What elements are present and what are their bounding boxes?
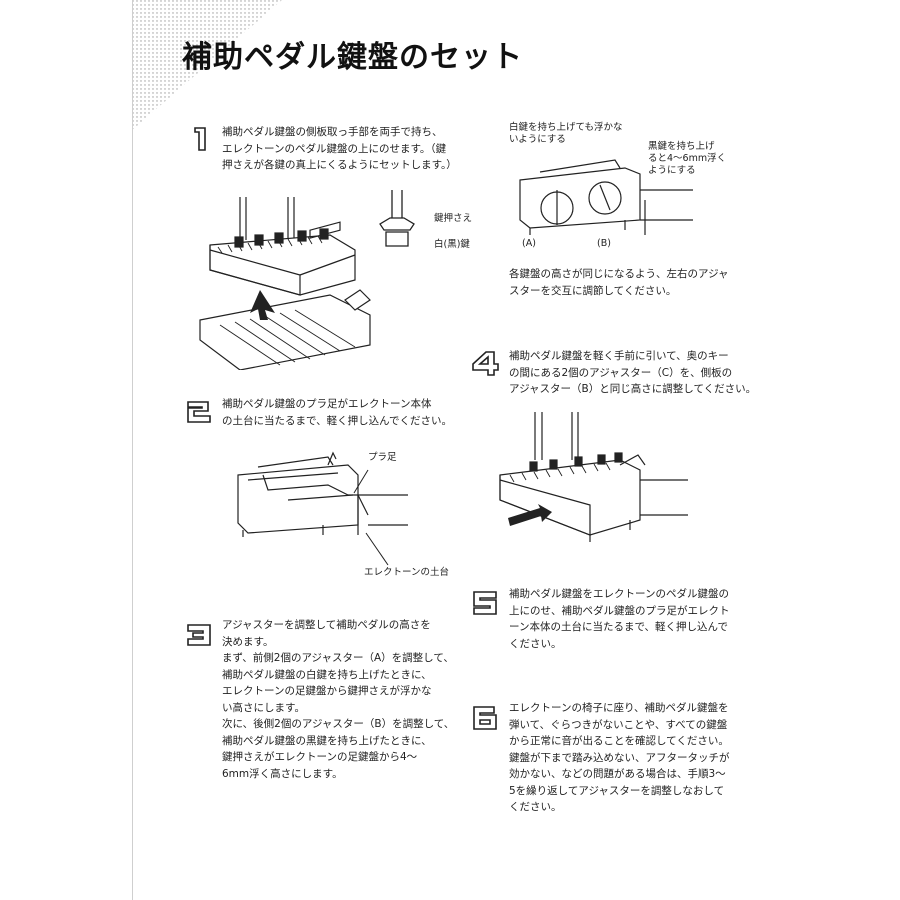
figure-key-press-detail <box>370 190 430 250</box>
label-adjuster-b: (B) <box>597 238 611 249</box>
label-plastic-foot: プラ足 <box>368 452 397 463</box>
step-2-number <box>184 396 214 426</box>
figure-adjusters <box>515 150 695 242</box>
label-black-key-note: 黒鍵を持ち上げ ると4〜6mm浮く ようにする <box>648 141 727 176</box>
step-5-text: 補助ペダル鍵盤をエレクトーンのペダル鍵盤の 上にのせ、補助ペダル鍵盤のプラ足がエ… <box>509 588 730 650</box>
step-6-text: エレクトーンの椅子に座り、補助ペダル鍵盤を 弾いて、ぐらつきがないことや、すべて… <box>509 702 730 813</box>
figure-step-1 <box>180 195 380 370</box>
label-adjuster-a: (A) <box>522 238 536 249</box>
figure-step-2 <box>228 445 413 580</box>
label-white-black-key: 白(黒)鍵 <box>434 239 470 250</box>
step-1-number <box>187 124 217 154</box>
dot-pattern-decoration <box>132 0 282 130</box>
step-5-number <box>470 588 500 618</box>
step-4-number <box>470 348 500 378</box>
step-6-number <box>470 703 500 733</box>
label-white-key-note: 白鍵を持ち上げても浮かな いようにする <box>509 122 623 145</box>
adjust-note: 各鍵盤の高さが同じになるよう、左右のアジャ スターを交互に調節してください。 <box>509 268 729 297</box>
page-title: 補助ペダル鍵盤のセット <box>182 40 523 75</box>
step-1-text: 補助ペダル鍵盤の側板取っ手部を両手で持ち、 エレクトーンのペダル鍵盤の上にのせま… <box>222 126 457 171</box>
step-4-text: 補助ペダル鍵盤を軽く手前に引いて、奥のキー の間にある2個のアジャスター（C）を… <box>509 350 757 395</box>
margin-line <box>132 0 133 900</box>
label-electone-base: エレクトーンの土台 <box>364 567 450 578</box>
figure-step-4 <box>490 410 690 545</box>
step-3-text: アジャスターを調整して補助ペダルの高さを 決めます。 まず、前側2個のアジャスタ… <box>222 619 455 780</box>
step-3-number <box>184 620 214 650</box>
step-2-text: 補助ペダル鍵盤のプラ足がエレクトーン本体 の土台に当たるまで、軽く押し込んでくだ… <box>222 398 453 427</box>
label-key-press: 鍵押さえ <box>434 213 473 224</box>
